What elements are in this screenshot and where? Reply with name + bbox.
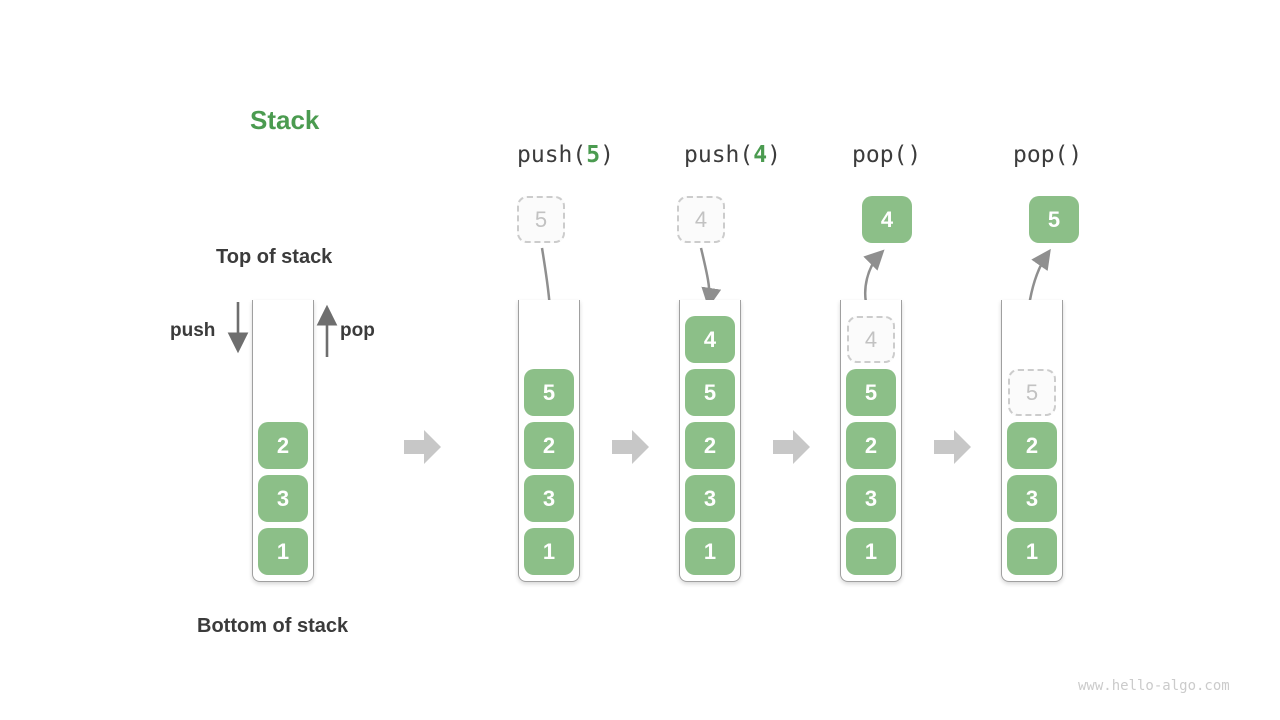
stack-box: 2 (1007, 422, 1057, 469)
stack-container-3: 4 5 2 3 1 (679, 300, 741, 582)
op-text: push( (684, 142, 754, 168)
stack-box: 2 (685, 422, 735, 469)
bottom-of-stack-label: Bottom of stack (197, 615, 349, 637)
incoming-value-box: 4 (677, 196, 725, 243)
op-text: ) (767, 142, 781, 168)
stack-box: 2 (258, 422, 308, 469)
stack-box: 3 (1007, 475, 1057, 522)
push-label: push (170, 320, 216, 341)
operation-label-pop-2: pop() (1013, 142, 1082, 168)
stack-box: 3 (524, 475, 574, 522)
stack-container-1: 2 3 1 (252, 300, 314, 582)
stack-box: 1 (258, 528, 308, 575)
push-pop-arrows (227, 302, 338, 357)
stack-box: 1 (846, 528, 896, 575)
push-curve-arrow-icon (699, 247, 722, 308)
top-of-stack-label: Top of stack (216, 246, 333, 268)
ghost-slot: 5 (1008, 369, 1056, 416)
op-text: ) (600, 142, 614, 168)
stack-container-2: 5 2 3 1 (518, 300, 580, 582)
popped-value-box: 5 (1029, 196, 1079, 243)
stack-box: 2 (524, 422, 574, 469)
stack-box: 5 (524, 369, 574, 416)
stack-box: 3 (258, 475, 308, 522)
flow-arrow-icon (404, 430, 441, 464)
stack-box: 3 (685, 475, 735, 522)
op-text: pop() (1013, 142, 1083, 168)
operation-label-push-5: push(5) (517, 142, 614, 168)
op-arg: 4 (753, 142, 768, 168)
stack-container-4: 4 5 2 3 1 (840, 300, 902, 582)
op-text: pop() (852, 142, 922, 168)
operation-label-push-4: push(4) (684, 142, 781, 168)
flow-arrow-icon (773, 430, 810, 464)
stack-box: 1 (1007, 528, 1057, 575)
stack-box: 1 (524, 528, 574, 575)
flow-arrow-icon (934, 430, 971, 464)
op-arg: 5 (586, 142, 601, 168)
diagram-title: Stack (250, 105, 320, 135)
stack-box: 2 (846, 422, 896, 469)
incoming-value-box: 5 (517, 196, 565, 243)
stack-box: 5 (846, 369, 896, 416)
popped-value-box: 4 (862, 196, 912, 243)
operation-label-pop-1: pop() (852, 142, 921, 168)
ghost-slot: 4 (847, 316, 895, 363)
op-text: push( (517, 142, 587, 168)
stack-container-5: 5 2 3 1 (1001, 300, 1063, 582)
pop-label: pop (340, 320, 375, 341)
stack-box: 4 (685, 316, 735, 363)
stack-box: 1 (685, 528, 735, 575)
watermark: www.hello-algo.com (1078, 678, 1230, 694)
stack-box: 3 (846, 475, 896, 522)
flow-arrow-icon (612, 430, 649, 464)
stack-box: 5 (685, 369, 735, 416)
